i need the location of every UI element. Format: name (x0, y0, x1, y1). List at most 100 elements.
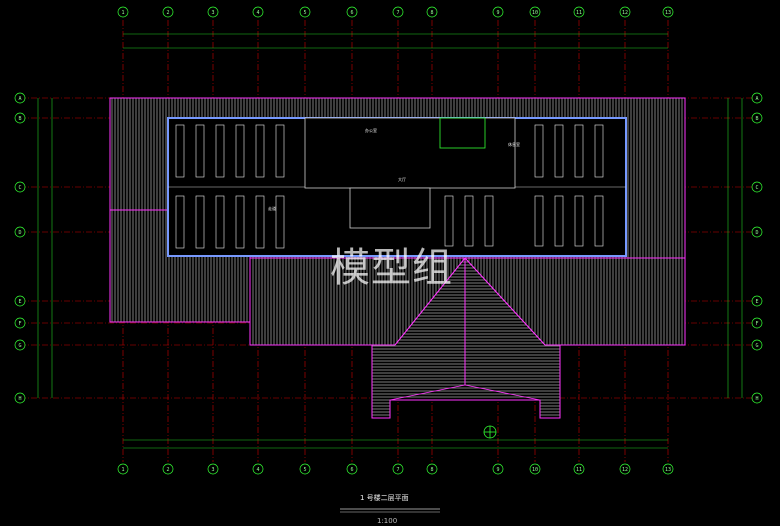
axis-bubble-label: F (755, 321, 758, 327)
axis-bubble-label: 4 (256, 467, 259, 473)
axis-bubble-label: 12 (622, 10, 628, 16)
axis-bubble-label: A (18, 96, 21, 102)
axis-bubble (529, 6, 541, 18)
axis-bubble-label: 2 (166, 10, 169, 16)
axis-bubble (252, 6, 264, 18)
axis-bubble (162, 463, 174, 475)
desk (215, 124, 225, 178)
axis-bubble (662, 6, 674, 18)
axis-bubble (619, 463, 631, 475)
axis-bubble (751, 392, 763, 404)
axis-bubble (14, 317, 26, 329)
stair (439, 117, 486, 149)
desk (574, 124, 584, 178)
desk (195, 195, 205, 249)
axis-bubble (14, 392, 26, 404)
axis-bubble (751, 226, 763, 238)
axis-bubble-label: 13 (665, 10, 671, 16)
axis-bubble-label: 5 (303, 10, 306, 16)
axis-bubble (14, 181, 26, 193)
axis-bubble (207, 463, 219, 475)
axis-bubble-label: B (755, 116, 758, 122)
desk (255, 124, 265, 178)
desk (464, 195, 474, 247)
axis-bubble-label: G (18, 343, 21, 349)
desk (484, 195, 494, 247)
axis-bubble-label: 5 (303, 467, 306, 473)
drawing-scale: 1:100 (377, 517, 397, 525)
axis-bubble-label: C (18, 185, 21, 191)
roof-gable (371, 257, 561, 419)
floor-interior (167, 117, 627, 257)
desk (574, 195, 584, 247)
axis-bubble (252, 463, 264, 475)
axis-bubble-label: G (755, 343, 758, 349)
axis-bubble-label: A (755, 96, 758, 102)
desk (255, 195, 265, 249)
axis-bubble (492, 6, 504, 18)
axis-bubble-label: 12 (622, 467, 628, 473)
roof-valley-left (389, 384, 466, 401)
axis-bubble (392, 463, 404, 475)
axis-bubble-label: 6 (350, 10, 353, 16)
north-arrow-icon (483, 425, 497, 439)
axis-bubble (751, 92, 763, 104)
axis-bubble-label: 10 (532, 467, 538, 473)
axis-bubble-label: F (18, 321, 21, 327)
desk (594, 195, 604, 247)
axis-bubble-label: E (755, 299, 758, 305)
desk (554, 124, 564, 178)
axis-bubble (299, 6, 311, 18)
axis-bubble-label: 8 (430, 10, 433, 16)
axis-bubble-label: 11 (576, 467, 582, 473)
axis-bubble-label: 4 (256, 10, 259, 16)
axis-bubble-label: 13 (665, 467, 671, 473)
axis-bubble (751, 112, 763, 124)
desk (195, 124, 205, 178)
axis-bubble (14, 295, 26, 307)
axis-bubble-label: E (18, 299, 21, 305)
desk-layer (175, 124, 604, 249)
axis-bubble-label: 6 (350, 467, 353, 473)
room-label-hall: 大厅 (398, 176, 406, 182)
desk (235, 195, 245, 249)
axis-bubble (14, 339, 26, 351)
axis-bubble (619, 6, 631, 18)
desk (215, 195, 225, 249)
axis-bubble (492, 463, 504, 475)
axis-bubble-label: D (18, 230, 21, 236)
axis-bubble-label: 8 (430, 467, 433, 473)
room-label-office: 办公室 (365, 127, 377, 133)
roof-hip-right (464, 257, 546, 346)
axis-bubble-label: 3 (211, 467, 214, 473)
axis-bubble-label: H (755, 396, 758, 402)
watermark: 模型组 (330, 245, 453, 291)
axis-bubble (346, 6, 358, 18)
desk (534, 195, 544, 247)
axis-bubble (426, 6, 438, 18)
core-rooms (304, 117, 516, 189)
axis-bubble-label: 7 (396, 467, 399, 473)
axis-bubble-label: D (755, 230, 758, 236)
desk (554, 195, 564, 247)
desk (175, 124, 185, 178)
axis-bubble-label: 11 (576, 10, 582, 16)
axis-bubble (392, 6, 404, 18)
axis-bubble-label: 10 (532, 10, 538, 16)
desk (275, 124, 285, 178)
axis-bubble-label: 7 (396, 10, 399, 16)
axis-bubble-label: 2 (166, 467, 169, 473)
axis-bubble-label: 9 (496, 10, 499, 16)
axis-bubble (207, 6, 219, 18)
axis-bubble-label: B (18, 116, 21, 122)
axis-bubble (346, 463, 358, 475)
axis-bubble (662, 463, 674, 475)
axis-bubble-label: 1 (121, 467, 124, 473)
axis-bubble (751, 295, 763, 307)
axis-bubble (751, 317, 763, 329)
axis-bubble (14, 92, 26, 104)
axis-bubble-label: H (18, 396, 21, 402)
axis-bubble (14, 112, 26, 124)
axis-bubble-label: 1 (121, 10, 124, 16)
